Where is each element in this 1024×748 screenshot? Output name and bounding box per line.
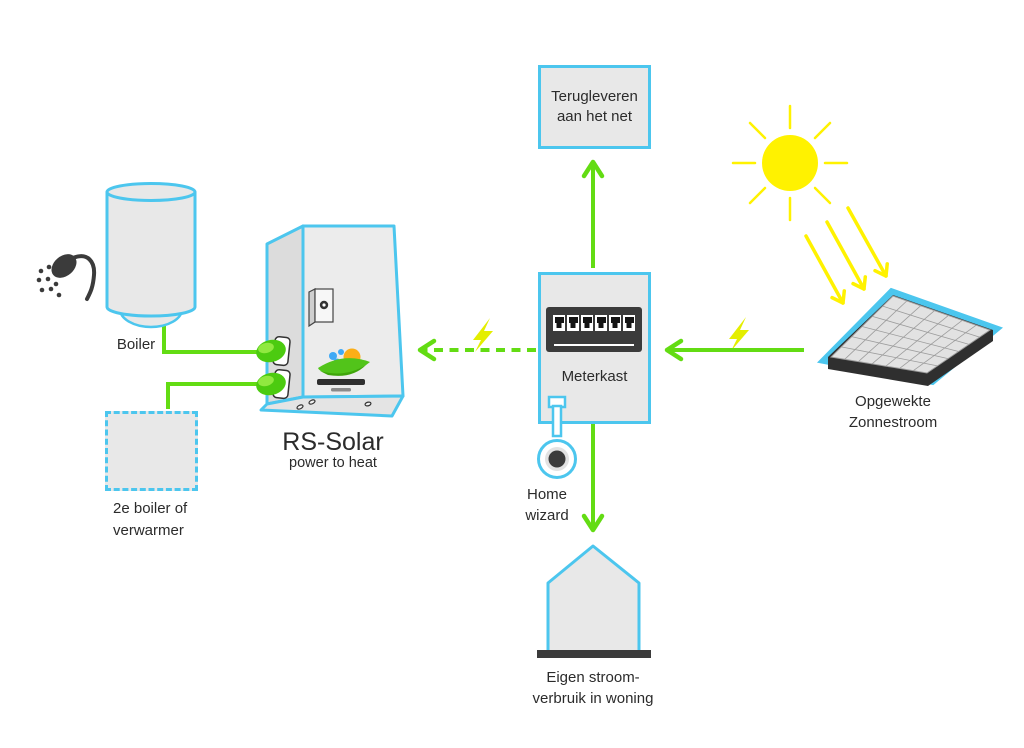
sunlight-arrows [804,206,889,305]
solar-power-label-line1: Opgewekte [855,393,931,410]
breaker-switch [623,315,635,331]
sun-icon [731,104,849,222]
breaker-switch [567,315,579,331]
heat-connector-icon [256,335,291,367]
grid-return-box: Terugleveren aan het net [538,65,651,149]
solar-power-label: Opgewekte Zonnestroom [849,391,937,433]
energy-flow-arrows [162,159,804,533]
device-tagline: power to heat [289,455,377,471]
sun-rays-icon [731,104,849,222]
home-wizard-label-line1: Home [526,486,568,503]
shower-head-icon [36,254,97,301]
breaker-switches [546,307,642,331]
pipe-second-boiler [166,382,262,409]
rs-solar-device [256,224,405,418]
grid-return-label-line1: Terugleveren [551,88,638,105]
house-consumption-label-line1: Eigen stroom- [546,669,640,686]
device-label: RS-Solar power to heat [282,430,383,472]
lightning-bolt-icon [729,317,749,351]
breaker-switch [609,315,621,331]
device-switch-icon [308,288,334,328]
meter-cabinet-label: Meterkast [561,368,628,385]
house-consumption-label-line2: verbruik in woning [532,690,654,707]
boiler-label: Boiler [116,336,156,353]
second-boiler-label-line2: verwarmer [113,522,184,539]
device-name: RS-Solar [282,428,384,456]
breaker-switch [553,315,565,331]
solar-panel-grid [841,300,980,372]
lightning-bolt-icon [473,318,493,352]
house-consumption-label: Eigen stroom- verbruik in woning [533,667,654,709]
solar-panel-icon [816,287,1004,386]
boiler-tank-icon [105,182,197,329]
solar-power-label-line2: Zonnestroom [848,414,938,431]
device-logo [317,348,370,392]
grid-return-label-line2: aan het net [556,108,633,125]
meter-cabinet-box: Meterkast [538,272,651,424]
house-icon [537,544,651,658]
breaker-panel-rail [554,343,634,346]
heat-connector-icon [256,368,291,400]
second-boiler-box [105,411,198,491]
home-wizard-label: Home wizard [525,484,568,526]
shower-spray-dots [36,264,62,298]
breaker-panel-icon [546,307,642,352]
home-wizard-label-line2: wizard [525,507,569,524]
breaker-switch [581,315,593,331]
second-boiler-label-line1: 2e boiler of [113,500,188,517]
breaker-switch [595,315,607,331]
second-boiler-label: 2e boiler of verwarmer [113,498,187,542]
pipe-boiler [162,322,262,354]
